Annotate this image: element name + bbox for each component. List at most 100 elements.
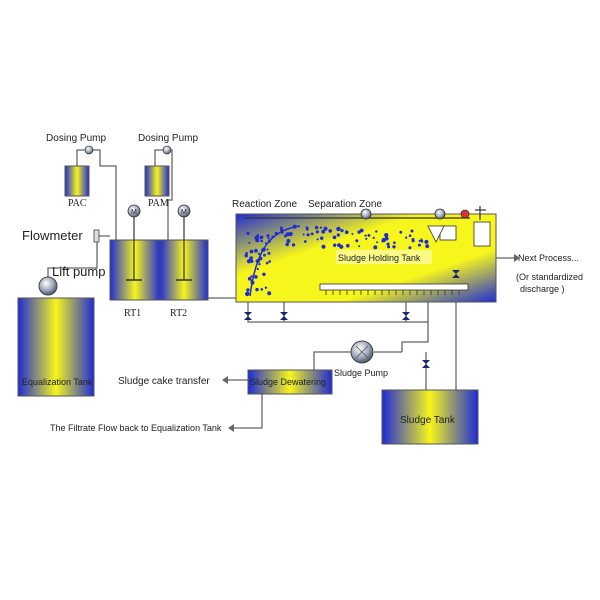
bubble — [285, 242, 290, 247]
dosing-pump-2-label: Dosing Pump — [138, 133, 198, 144]
bubble — [321, 244, 326, 249]
bubble — [267, 237, 270, 240]
bubble — [355, 239, 359, 243]
next-process-arrow-icon — [514, 254, 520, 262]
bubble — [254, 248, 258, 253]
bubble — [337, 243, 341, 248]
bubble — [264, 242, 267, 245]
bubble — [260, 288, 264, 291]
bubble — [262, 272, 266, 276]
bubble — [320, 236, 324, 240]
bubble — [256, 234, 260, 238]
bubble — [376, 241, 379, 244]
bubble — [386, 242, 390, 246]
bubble — [417, 243, 421, 247]
bubble — [367, 234, 371, 237]
equalization-tank-label: Equalization Tank — [22, 377, 93, 387]
bubble — [292, 224, 297, 229]
bubble — [267, 239, 271, 243]
bubble — [344, 230, 349, 234]
bubble — [306, 233, 310, 237]
bubble — [393, 241, 396, 244]
bubble — [319, 226, 322, 229]
bubble — [254, 275, 258, 279]
reaction-zone-label: Reaction Zone — [232, 199, 297, 210]
bubble — [351, 233, 354, 235]
bubble — [375, 230, 378, 233]
valve-icon-bottom — [452, 274, 460, 278]
next-process-label: Next Process... — [518, 253, 579, 263]
bubble — [255, 259, 259, 263]
bubble — [267, 291, 272, 296]
bubble — [358, 245, 361, 248]
bubble — [280, 230, 284, 234]
bubble — [288, 231, 293, 237]
bubble — [286, 239, 291, 243]
bubble — [256, 267, 259, 271]
bubble — [249, 249, 254, 254]
rt2-motor-icon — [177, 204, 191, 218]
bubble — [259, 236, 263, 240]
bubble — [271, 235, 274, 239]
bubble — [328, 229, 333, 233]
rt1-label: RT1 — [124, 308, 141, 319]
dosing-pump-2-icon[interactable] — [162, 145, 172, 155]
dosing-pump-1-label: Dosing Pump — [46, 133, 106, 144]
bubble — [246, 231, 250, 235]
scraper-gear-icon — [434, 208, 446, 220]
bubble — [263, 253, 266, 257]
bubble — [336, 233, 340, 237]
bubble — [267, 251, 271, 255]
bubble — [246, 288, 250, 292]
bubble — [260, 239, 264, 243]
bubble — [305, 227, 309, 231]
bubble — [405, 236, 408, 239]
sludge-pump-inner-icon — [355, 345, 369, 359]
bubble — [303, 240, 307, 243]
bubble — [418, 239, 421, 243]
bubble — [261, 247, 266, 252]
sludge-tank — [381, 389, 479, 445]
valves — [244, 270, 460, 368]
bubble — [250, 275, 253, 278]
bubble — [323, 226, 328, 231]
bubble — [410, 229, 414, 233]
flowmeter-icon — [93, 229, 100, 243]
air-bubbles — [244, 224, 430, 297]
lift-pump-label: Lift pump — [52, 264, 105, 279]
bubble — [425, 244, 430, 249]
sludge-pump-label: Sludge Pump — [334, 368, 388, 378]
filtrate-flow-label: The Filtrate Flow back to Equalization T… — [50, 423, 222, 433]
dosing-pump-1-icon[interactable] — [84, 145, 94, 155]
sludge-cake-transfer-label: Sludge cake transfer — [118, 376, 210, 387]
bubble — [246, 291, 250, 295]
sludge-tank-label: Sludge Tank — [400, 415, 456, 426]
or-standardized-label: (Or standardized — [516, 272, 583, 282]
discharge-label: discharge ) — [520, 284, 565, 294]
bubble — [425, 241, 428, 244]
lift-pump-icon[interactable] — [38, 276, 58, 296]
sludge-dewatering-label: Sludge Dewatering — [250, 377, 326, 387]
bubble — [387, 245, 391, 249]
bubble — [365, 237, 368, 240]
top-valve-icon — [460, 209, 470, 219]
pam-label: PAM — [148, 198, 169, 209]
diffuser-pipe — [319, 283, 469, 291]
bubble — [420, 239, 424, 243]
bubble — [310, 232, 314, 236]
bubble — [274, 231, 278, 236]
bubble — [372, 236, 375, 239]
rt1-motor-icon — [127, 204, 141, 218]
valve-icon-top — [244, 312, 252, 316]
filtrate-arrow-icon — [228, 424, 234, 432]
valve-icon-top — [280, 312, 288, 316]
flowmeter-label: Flowmeter — [22, 228, 83, 243]
bubble — [357, 230, 361, 234]
bubble — [258, 263, 261, 266]
bubble — [408, 234, 412, 237]
sludge-cake-arrow-icon — [222, 376, 228, 384]
bubble — [255, 287, 259, 292]
bubble — [392, 245, 396, 249]
bubble — [264, 286, 268, 289]
